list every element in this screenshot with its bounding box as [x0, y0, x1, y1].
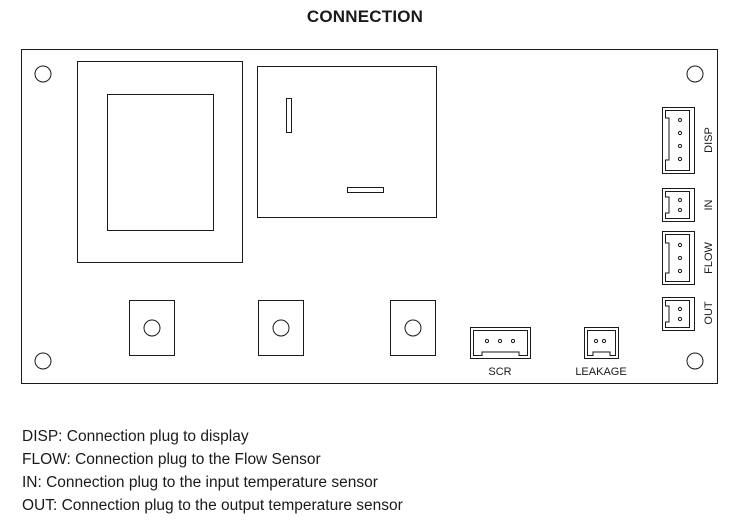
legend: DISP: Connection plug to display FLOW: C…: [22, 425, 403, 517]
disp-connector: [662, 107, 695, 174]
push-button-3: [390, 300, 436, 356]
push-button-2: [258, 300, 304, 356]
mounting-hole-top-left: [34, 65, 52, 83]
flow-label: FLOW: [703, 241, 715, 273]
diagram-title: CONNECTION: [306, 7, 424, 26]
mounting-hole-bottom-right: [686, 352, 704, 370]
legend-item-in: IN: Connection plug to the input tempera…: [22, 474, 378, 491]
leakage-connector: [584, 327, 619, 359]
scr-label: SCR: [488, 366, 511, 378]
transformer: [77, 61, 243, 263]
scr-connector: [470, 327, 531, 359]
in-connector: [662, 188, 695, 222]
legend-item-flow: FLOW: Connection plug to the Flow Sensor: [22, 451, 321, 468]
in-label: IN: [703, 199, 715, 210]
out-connector: [662, 297, 695, 331]
out-label: OUT: [703, 301, 715, 325]
relay-module: [257, 66, 437, 218]
mounting-hole-bottom-left: [34, 352, 52, 370]
legend-item-disp: DISP: Connection plug to display: [22, 428, 249, 445]
flow-connector: [662, 231, 695, 285]
push-button-1: [129, 300, 175, 356]
legend-item-out: OUT: Connection plug to the output tempe…: [22, 497, 403, 514]
leakage-label: LEAKAGE: [575, 366, 626, 378]
board-outline: [21, 49, 718, 384]
mounting-hole-top-right: [686, 65, 704, 83]
disp-label: DISP: [703, 127, 715, 153]
